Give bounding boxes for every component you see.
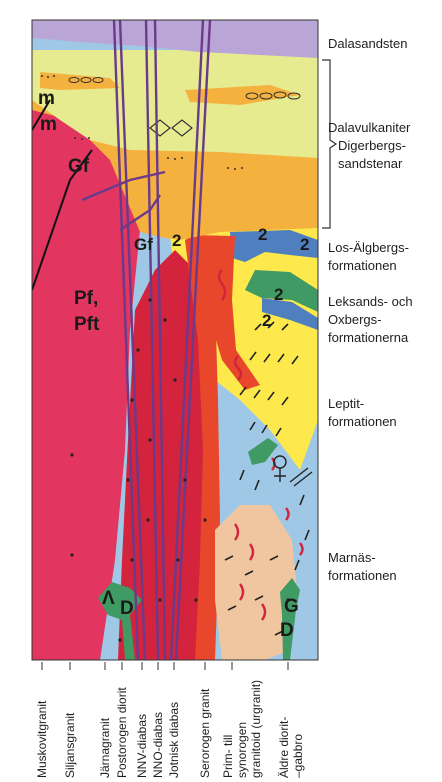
label-muskovitgranit: Muskovitgranit bbox=[35, 700, 49, 778]
label-jotnisk-diabas: Jotnisk diabas bbox=[167, 702, 181, 778]
symbol-2: 2 bbox=[274, 285, 283, 304]
symbol-pft: Pft bbox=[74, 314, 100, 335]
label-digerbergs: Digerbergs- bbox=[338, 138, 406, 153]
symbol-m: m bbox=[38, 88, 55, 109]
label-synorogen: synorogen bbox=[235, 722, 249, 778]
label-leksands: formationerna bbox=[328, 330, 409, 345]
symbol-d: D bbox=[120, 598, 134, 619]
label-nno-diabas: NNO-diabas bbox=[151, 712, 165, 778]
label-marnas: formationen bbox=[328, 568, 397, 583]
symbol-lambda: Λ bbox=[102, 588, 115, 609]
label-leksands: Leksands- och bbox=[328, 294, 413, 309]
label-nnv-diabas: NNV-diabas bbox=[135, 714, 149, 778]
symbol-d: D bbox=[280, 620, 294, 641]
label-dalavulkaniter: Dalavulkaniter bbox=[328, 120, 411, 135]
symbol-gf: Gf bbox=[134, 235, 153, 254]
label-leksands: Oxbergs- bbox=[328, 312, 381, 327]
label-leptit: Leptit- bbox=[328, 396, 364, 411]
symbol-2: 2 bbox=[258, 225, 267, 244]
label-dalasandsten: Dalasandsten bbox=[328, 36, 408, 51]
label-digerbergs: sandstenar bbox=[338, 156, 403, 171]
label-siljansgranit: Siljansgranit bbox=[63, 712, 77, 778]
symbol-2: 2 bbox=[262, 311, 271, 330]
label-gabbro: –gabbro bbox=[291, 734, 305, 778]
symbol-2: 2 bbox=[300, 235, 309, 254]
label-brace bbox=[322, 60, 336, 228]
bottom-pointer-lines bbox=[42, 662, 288, 670]
symbol-pf: Pf, bbox=[74, 288, 98, 309]
label-marnas: Marnäs- bbox=[328, 550, 376, 565]
label-jarnagranit: Järnagranit bbox=[98, 717, 112, 778]
label-los-algbergs: Los-Älgbergs- bbox=[328, 240, 409, 255]
label-serorogen-granit: Serorogen granit bbox=[198, 688, 212, 778]
label-los-algbergs: formationen bbox=[328, 258, 397, 273]
symbol-g: G bbox=[284, 596, 299, 617]
symbol-m: m bbox=[40, 114, 57, 135]
label-leptit: formationen bbox=[328, 414, 397, 429]
label-aldre-diorit: Äldre diorit- bbox=[277, 717, 291, 778]
label-prim-till: Prim- till bbox=[221, 735, 235, 778]
symbol-gf: Gf bbox=[68, 156, 90, 177]
label-postorogen-diorit: Postorogen diorit bbox=[115, 687, 129, 778]
label-granitoid-urgranit: granitoid (urgranit) bbox=[249, 680, 263, 778]
symbol-2: 2 bbox=[172, 231, 181, 250]
